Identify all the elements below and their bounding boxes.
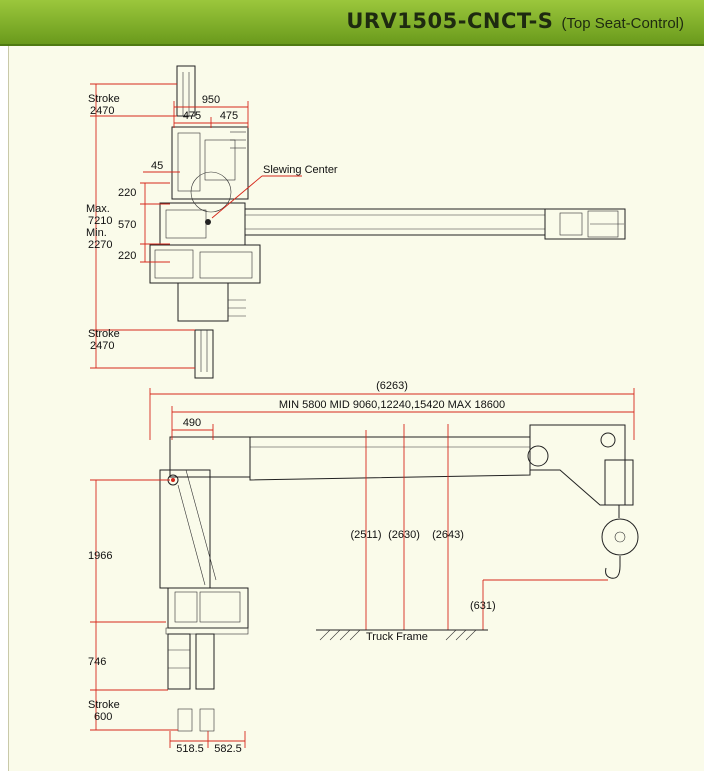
dim-overall: (6263) (376, 380, 408, 392)
boom-lengths: MIN 5800 MID 9060,12240,15420 MAX 18600 (279, 399, 505, 411)
turret (159, 202, 246, 246)
side-view: (6263) MIN 5800 MID 9060,12240,15420 MAX… (88, 380, 639, 755)
page-title: URV1505-CNCT-S (Top Seat-Control) (346, 9, 684, 33)
dim-950: 950 (202, 94, 220, 106)
height-2511: (2511) (351, 529, 382, 541)
top-view: Stroke 2470 950 475 475 45 Slewing Cente… (86, 65, 626, 379)
stroke-side-value: 600 (94, 711, 112, 723)
outrigger-top (176, 65, 196, 117)
model-name: URV1505-CNCT-S (346, 9, 554, 33)
dim-220-bottom: 220 (118, 250, 136, 262)
dim-746: 746 (88, 656, 106, 668)
boom-head-top (544, 208, 626, 240)
dim-518-5: 518.5 (176, 743, 204, 755)
hook (605, 556, 621, 579)
truck-frame-label: Truck Frame (366, 631, 428, 643)
stroke-top-label: Stroke (88, 93, 120, 105)
boom-top (244, 208, 546, 236)
stroke-bottom-value: 2470 (90, 340, 114, 352)
min-label: Min. (86, 227, 107, 239)
min-value: 2270 (88, 239, 112, 251)
slewing-center-point (205, 219, 211, 225)
stroke-bottom-label: Stroke (88, 328, 120, 340)
mast (159, 469, 211, 589)
dim-220-top: 220 (118, 187, 136, 199)
dim-45: 45 (151, 160, 163, 172)
boom-head-side (529, 424, 626, 506)
dim-582-5: 582.5 (214, 743, 242, 755)
stroke-side-label: Stroke (88, 699, 120, 711)
drawing-panel (8, 46, 704, 771)
sheave (601, 518, 639, 556)
boom-side (249, 436, 531, 481)
max-value: 7210 (88, 215, 112, 227)
stroke-top-value: 2470 (90, 105, 114, 117)
dim-475-right: 475 (220, 110, 238, 122)
height-2630: (2630) (388, 529, 420, 541)
base-lower (149, 244, 261, 284)
base-upper (171, 126, 249, 200)
dim-475-left: 475 (183, 110, 201, 122)
hook-block (604, 459, 634, 506)
outrigger-bottom (194, 329, 214, 379)
title-bar: URV1505-CNCT-S (Top Seat-Control) (0, 0, 704, 46)
control-type: (Top Seat-Control) (561, 15, 684, 32)
dim-570: 570 (118, 219, 136, 231)
dim-490: 490 (183, 417, 201, 429)
outrigger-leg (167, 633, 191, 690)
dim-631: (631) (470, 600, 496, 612)
height-2643: (2643) (432, 529, 464, 541)
max-label: Max. (86, 203, 110, 215)
slewing-center-label: Slewing Center (263, 164, 338, 176)
dim-1966: 1966 (88, 550, 112, 562)
